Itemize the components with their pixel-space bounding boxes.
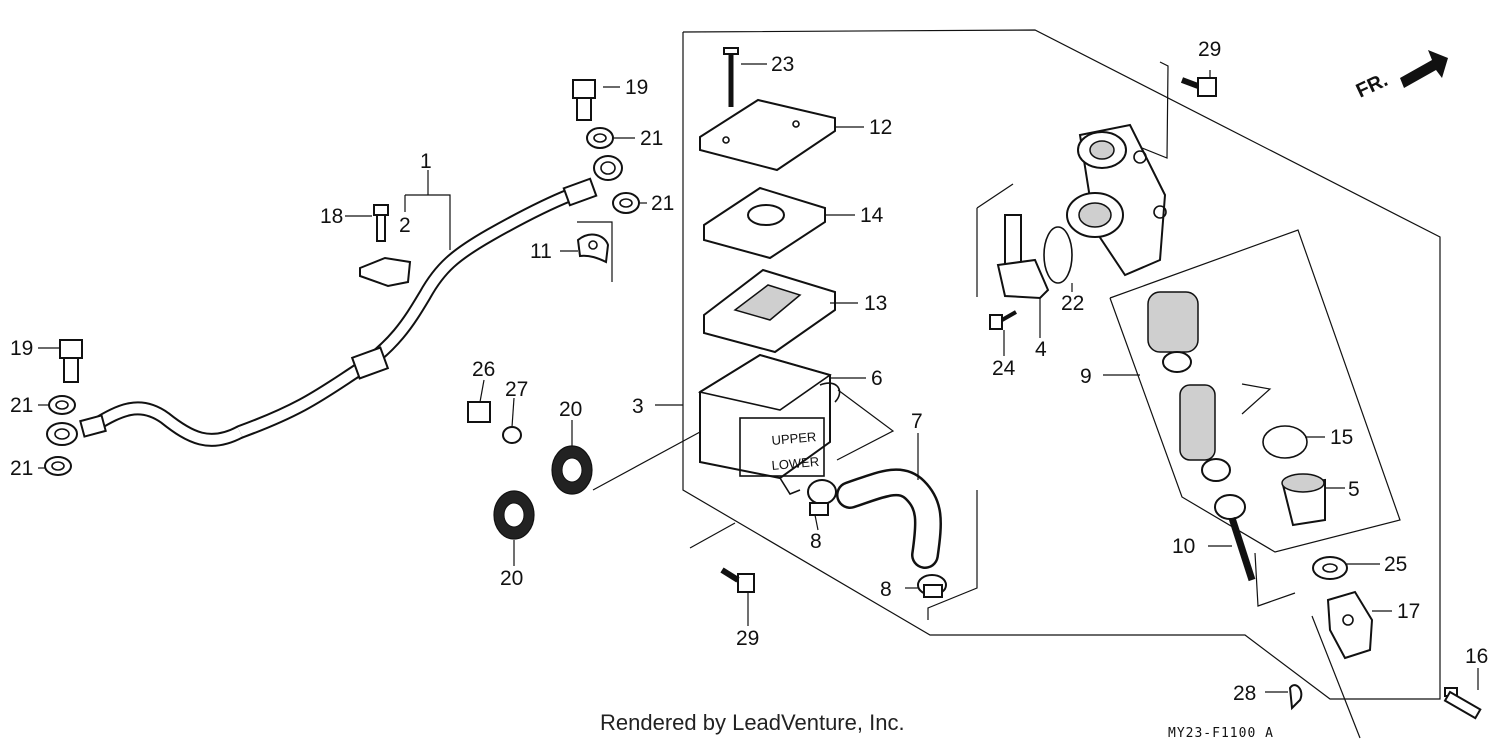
reservoir-body	[697, 353, 841, 495]
hose-clamp	[359, 204, 412, 288]
diagram-code: MY23-F1100 A	[1168, 726, 1274, 741]
callout-11: 11	[530, 240, 552, 263]
callout-3: 3	[632, 395, 644, 418]
clevis-pin	[1443, 687, 1482, 720]
hose-clips	[807, 479, 947, 598]
callout-8b: 8	[880, 578, 892, 601]
joint-screw	[989, 310, 1017, 330]
reservoir-joint	[996, 214, 1050, 300]
callout-29a: 29	[1198, 38, 1221, 61]
callout-16: 16	[1465, 645, 1488, 668]
callout-29b: 29	[736, 627, 759, 650]
clevis	[1326, 590, 1374, 660]
callout-2: 2	[399, 214, 411, 237]
circlip	[1262, 425, 1308, 459]
callout-21c: 21	[10, 394, 33, 417]
boot	[1281, 473, 1326, 527]
brake-hose	[46, 155, 623, 447]
callout-20b: 20	[500, 567, 523, 590]
o-ring	[1043, 226, 1073, 284]
lock-nut	[1312, 556, 1348, 580]
hose-guide	[576, 233, 610, 264]
callout-1: 1	[420, 150, 432, 173]
upper-mark: UPPER	[771, 429, 817, 448]
push-rod	[1214, 494, 1256, 582]
callout-28: 28	[1233, 682, 1256, 705]
callout-6: 6	[871, 367, 883, 390]
lower-mark: LOWER	[771, 454, 820, 473]
callout-12: 12	[869, 116, 892, 139]
callout-15: 15	[1330, 426, 1353, 449]
grommets	[493, 445, 593, 540]
banjo-bolt-lower	[59, 339, 83, 383]
master-cylinder-body	[1066, 123, 1167, 277]
callout-10: 10	[1172, 535, 1195, 558]
reservoir-screw	[723, 47, 739, 107]
diaphragm	[703, 268, 836, 354]
piston-set	[1147, 291, 1231, 482]
callout-13: 13	[864, 292, 887, 315]
callout-19a: 19	[625, 76, 648, 99]
callout-5: 5	[1348, 478, 1360, 501]
callout-14: 14	[860, 204, 884, 227]
callout-7: 7	[911, 410, 923, 433]
callout-18: 18	[320, 205, 343, 228]
banjo-bolt-upper	[572, 79, 596, 121]
front-direction-arrow: FR.	[1353, 50, 1448, 103]
diaphragm-plate	[703, 186, 826, 260]
callout-9: 9	[1080, 365, 1092, 388]
callout-22: 22	[1061, 292, 1084, 315]
callout-23: 23	[771, 53, 794, 76]
callout-21d: 21	[10, 457, 33, 480]
front-label: FR.	[1353, 69, 1391, 103]
callout-8a: 8	[810, 530, 822, 553]
callout-17: 17	[1397, 600, 1420, 623]
leader-lines	[38, 63, 1479, 693]
callout-20a: 20	[559, 398, 582, 421]
callout-19b: 19	[10, 337, 33, 360]
collar-and-washer	[467, 401, 522, 444]
callout-numbers: 1 2 3 4 5 6 7 8 8 9 10 11 12 13 14 15 16…	[10, 38, 1488, 705]
callout-21b: 21	[651, 192, 674, 215]
reservoir-hose	[836, 468, 942, 569]
reservoir-cap	[699, 98, 836, 172]
credit-text: Rendered by LeadVenture, Inc.	[600, 710, 905, 735]
callout-26: 26	[472, 358, 495, 381]
callout-4: 4	[1035, 338, 1047, 361]
callout-27: 27	[505, 378, 528, 401]
cotter-pin	[1288, 684, 1303, 711]
mounting-bolts	[720, 77, 1217, 593]
callout-25: 25	[1384, 553, 1407, 576]
assembly-outline	[404, 29, 1441, 739]
callout-21a: 21	[640, 127, 663, 150]
callout-24: 24	[992, 357, 1016, 380]
sealing-washers	[44, 127, 640, 476]
